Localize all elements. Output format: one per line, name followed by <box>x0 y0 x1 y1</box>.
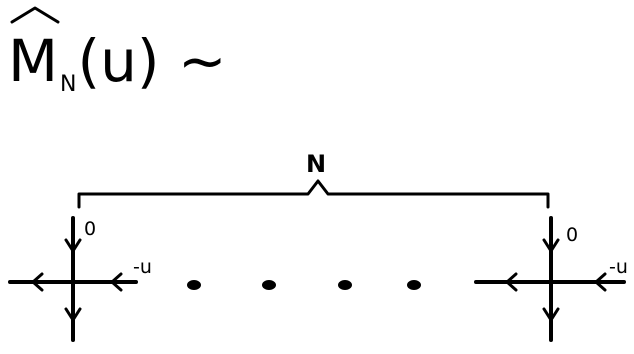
right-arrow-left <box>505 272 518 292</box>
left-top-label: 0 <box>84 218 97 240</box>
formula-subscript: N <box>60 72 77 97</box>
formula-relation: ~ <box>177 27 227 95</box>
ellipsis-dots <box>187 280 421 290</box>
right-arrow-top <box>542 238 560 253</box>
hat-accent <box>10 6 60 24</box>
brace-label: N <box>306 150 327 178</box>
left-arrow-right <box>110 272 123 292</box>
right-arrow-bottom <box>542 307 560 322</box>
left-arrow-bottom <box>64 307 82 322</box>
dot <box>338 280 352 290</box>
formula-argument: (u) <box>77 27 160 95</box>
formula: MN(u) ~ <box>8 4 268 104</box>
right-arrow-right <box>594 272 607 292</box>
right-vertex <box>474 216 626 342</box>
left-vertex <box>8 216 138 342</box>
right-top-label: 0 <box>566 224 579 246</box>
dot <box>187 280 201 290</box>
left-arrow-left <box>31 272 44 292</box>
left-arrow-top <box>64 238 82 253</box>
dot <box>407 280 421 290</box>
left-right-label: -u <box>133 256 152 278</box>
right-right-label: -u <box>609 256 628 278</box>
formula-text: MN(u) ~ <box>8 26 227 120</box>
curly-brace <box>77 179 550 209</box>
formula-symbol: M <box>8 27 59 95</box>
dot <box>262 280 276 290</box>
